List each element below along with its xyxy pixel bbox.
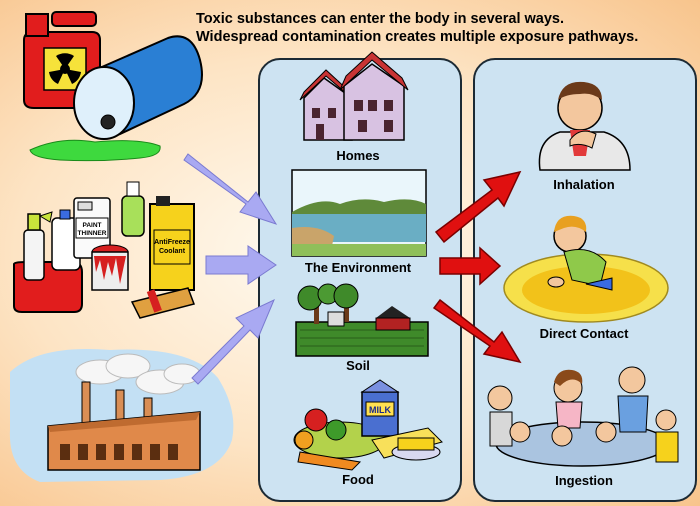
pathway-arrows: [432, 170, 522, 364]
pathway-arrow-inhalation: [434, 170, 522, 244]
radioactive-barrel-icon: [23, 11, 203, 162]
label-soil: Soil: [346, 358, 370, 373]
homes-icon: [299, 51, 409, 141]
paint-label: PAINT: [82, 222, 101, 229]
direct-contact-child-icon: [503, 215, 669, 323]
label-homes: Homes: [336, 148, 380, 163]
food-icon: MILK: [293, 379, 443, 471]
label-ingestion: Ingestion: [555, 473, 613, 488]
ingestion-family-icon: [487, 366, 679, 467]
source-arrows: [183, 153, 278, 385]
household-chemicals-icon: PAINT THINNER AntiFreeze Coolant: [13, 181, 195, 319]
source-arrow-1: [183, 153, 278, 225]
source-arrow-2: [205, 245, 277, 285]
label-food: Food: [342, 472, 374, 487]
source-arrow-3: [191, 298, 275, 385]
pathway-arrow-ingestion: [432, 298, 522, 364]
label-environment: The Environment: [304, 260, 412, 275]
label-direct-contact: Direct Contact: [539, 326, 629, 341]
antifreeze-label: AntiFreeze: [154, 239, 190, 246]
factory-smoke-icon: [9, 348, 234, 482]
soil-farm-icon: [295, 283, 429, 357]
label-inhalation: Inhalation: [553, 177, 615, 192]
pathway-arrow-contact: [439, 246, 502, 286]
milk-label: MILK: [369, 405, 391, 415]
caption-line-1: Toxic substances can enter the body in s…: [196, 11, 565, 27]
inhalation-person-icon: [538, 81, 631, 171]
environment-landscape-icon: [291, 169, 427, 257]
caption: Toxic substances can enter the body in s…: [196, 10, 696, 46]
coolant-label: Coolant: [159, 248, 186, 255]
thinner-label: THINNER: [78, 230, 107, 237]
caption-line-2: Widespread contamination creates multipl…: [196, 29, 639, 45]
